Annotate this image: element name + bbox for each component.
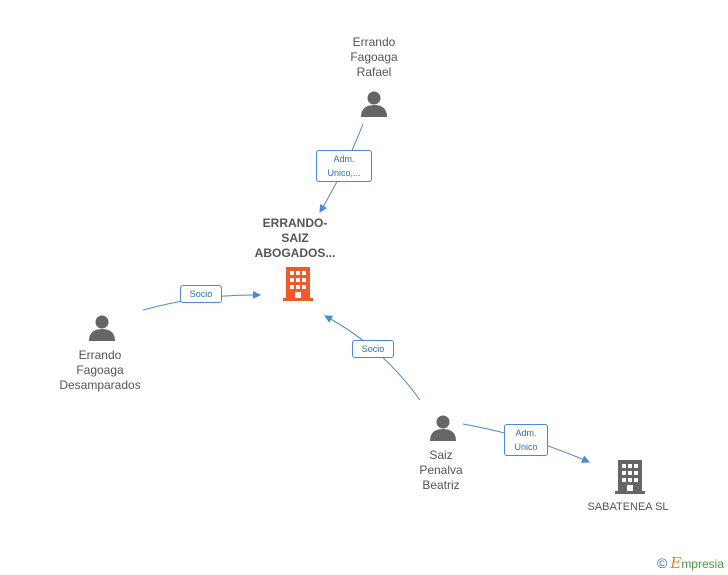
empresia-watermark: ©Empresia: [657, 554, 724, 572]
copyright-icon: ©: [657, 555, 668, 571]
edge-label-socio[interactable]: Socio: [352, 340, 394, 358]
edge-label-line: Unico,...: [327, 168, 361, 178]
building-icon[interactable]: [282, 267, 314, 301]
label-line: SABATENEA SL: [587, 501, 669, 513]
label-line: Rafael: [356, 65, 392, 79]
edge-label-socio[interactable]: Socio: [180, 285, 222, 303]
label-line: Penalva: [419, 463, 463, 477]
edge-label-adm-unico[interactable]: Adm. Unico,...: [316, 150, 372, 182]
label-line: ERRANDO-: [262, 216, 328, 230]
person-icon[interactable]: [429, 414, 457, 442]
edge-label-adm-unico[interactable]: Adm. Unico: [504, 424, 548, 456]
node-label-errando-fagoaga-desamparados[interactable]: Errando Fagoaga Desamparados: [45, 348, 155, 393]
empresia-logo-text: mpresia: [681, 557, 724, 571]
empresia-logo-letter: E: [670, 554, 682, 572]
label-line: Beatriz: [422, 478, 460, 492]
edge-label-line: Adm.: [333, 154, 355, 164]
person-icon[interactable]: [88, 314, 116, 342]
node-label-saiz-penalva-beatriz[interactable]: Saiz Penalva Beatriz: [391, 448, 491, 493]
edge-beatriz-to-main: [324, 315, 421, 401]
node-label-errando-saiz-abogados[interactable]: ERRANDO- SAIZ ABOGADOS...: [245, 216, 345, 261]
node-label-errando-fagoaga-rafael[interactable]: Errando Fagoaga Rafael: [324, 35, 424, 80]
edge-label-line: Socio: [189, 289, 213, 299]
person-icon[interactable]: [360, 90, 388, 118]
edge-label-line: Adm.: [515, 428, 537, 438]
label-line: SAIZ: [281, 231, 309, 245]
building-icon[interactable]: [614, 460, 646, 494]
node-label-sabatenea-sl[interactable]: SABATENEA SL: [573, 500, 683, 515]
label-line: ABOGADOS...: [254, 246, 336, 260]
label-line: Fagoaga: [350, 50, 398, 64]
label-line: Errando: [352, 35, 396, 49]
edge-label-line: Socio: [361, 344, 385, 354]
label-line: Errando: [78, 348, 122, 362]
edge-label-line: Unico: [514, 442, 538, 452]
label-line: Saiz: [429, 448, 453, 462]
label-line: Fagoaga: [76, 363, 124, 377]
label-line: Desamparados: [59, 378, 141, 392]
